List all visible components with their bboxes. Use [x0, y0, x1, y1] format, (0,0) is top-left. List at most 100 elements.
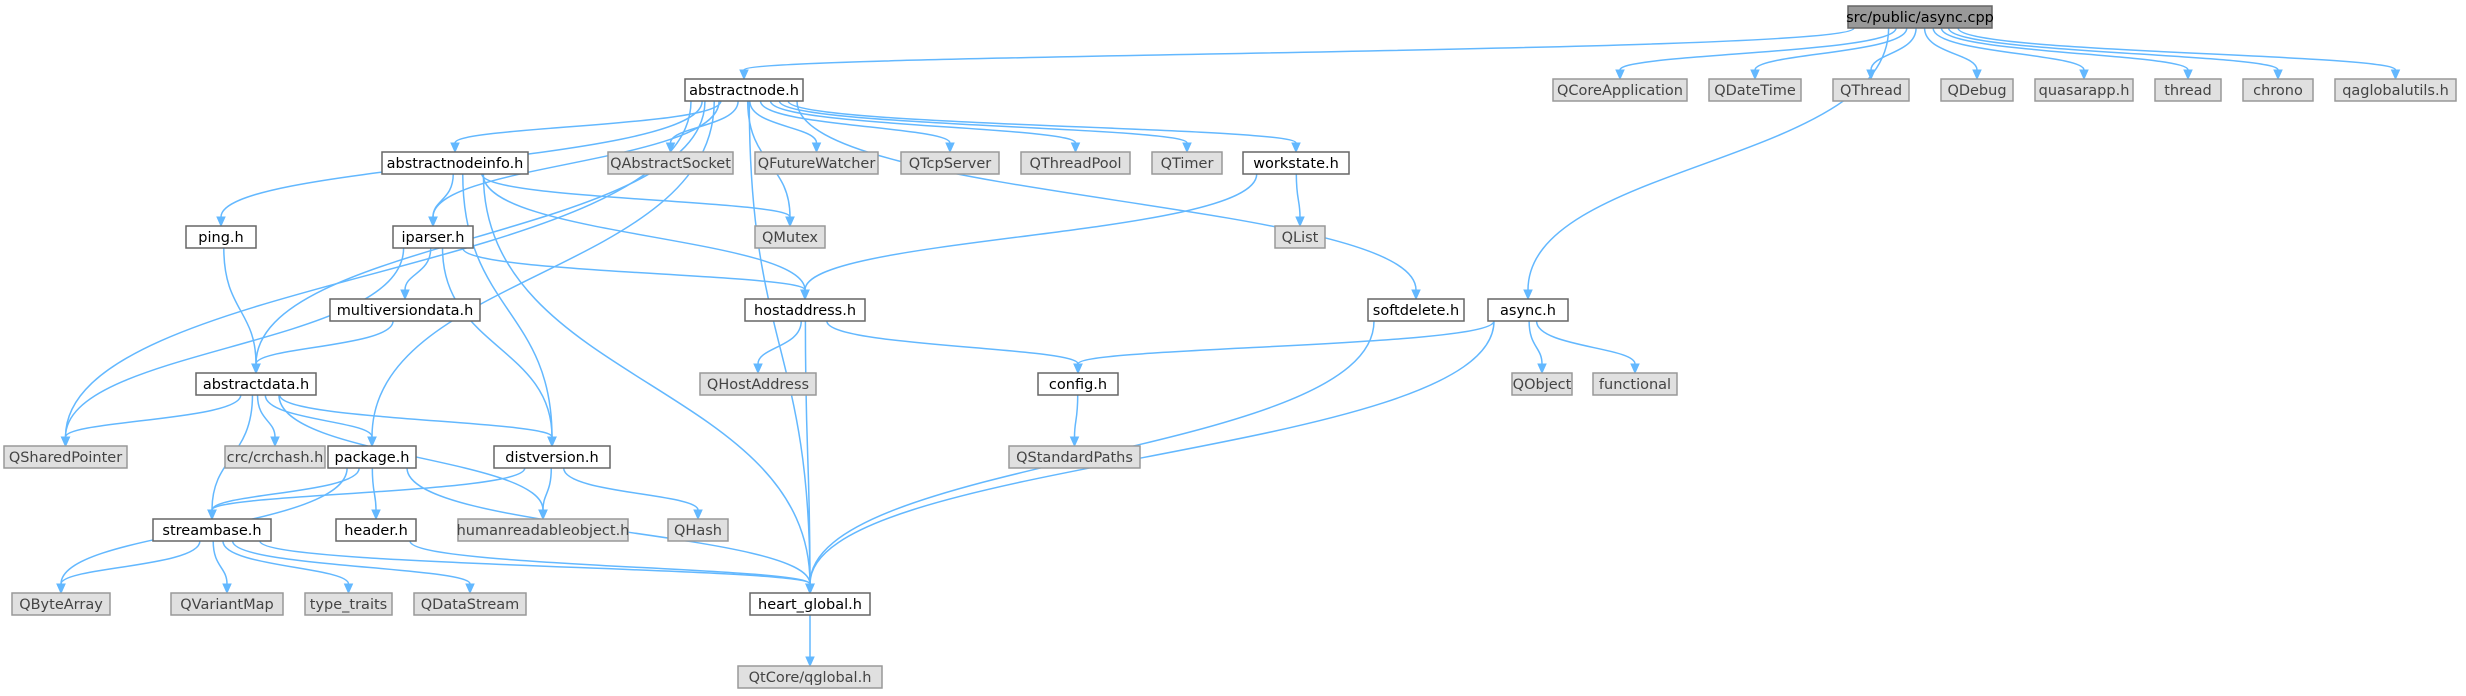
node-type_traits[interactable]: type_traits [304, 592, 393, 616]
node-QHostAddress[interactable]: QHostAddress [699, 372, 817, 396]
edge-abstractnode-to-QSharedPointer [60, 100, 692, 448]
edge-abstractdata-to-package [264, 394, 377, 448]
node-qglobal[interactable]: QtCore/qglobal.h [737, 665, 883, 689]
arrowhead [753, 363, 763, 375]
node-QTimer[interactable]: QTimer [1151, 151, 1223, 175]
node-QCoreApplication[interactable]: QCoreApplication [1552, 78, 1688, 102]
node-label: QTimer [1161, 156, 1214, 172]
node-chrono[interactable]: chrono [2242, 78, 2314, 102]
node-QThreadPool[interactable]: QThreadPool [1020, 151, 1131, 175]
node-QDateTime[interactable]: QDateTime [1708, 78, 1802, 102]
arrowhead [1069, 436, 1080, 448]
node-quasarapp[interactable]: quasarapp.h [2034, 78, 2134, 102]
node-box [2034, 78, 2134, 102]
node-QDataStream[interactable]: QDataStream [413, 592, 527, 616]
node-label: src/public/async.cpp [1846, 10, 1994, 26]
node-humanreadableobject[interactable]: humanreadableobject.h [457, 518, 630, 542]
edge-line [562, 467, 699, 511]
edge-streambase-to-heart_global [259, 540, 815, 595]
node-heart_global[interactable]: heart_global.h [749, 592, 871, 616]
node-header[interactable]: header.h [335, 518, 417, 542]
edge-line [64, 247, 405, 438]
edge-streambase-to-QDataStream [231, 540, 475, 595]
node-QAbstractSocket[interactable]: QAbstractSocket [607, 151, 734, 175]
node-config[interactable]: config.h [1037, 372, 1119, 396]
node-thread[interactable]: thread [2154, 78, 2222, 102]
node-label: QCoreApplication [1557, 83, 1683, 99]
arrowhead [1070, 142, 1081, 154]
node-label: QStandardPaths [1016, 450, 1133, 466]
arrowhead [251, 363, 261, 375]
node-box [1008, 445, 1141, 469]
node-ping[interactable]: ping.h [185, 225, 257, 249]
node-QSharedPointer[interactable]: QSharedPointer [3, 445, 128, 469]
node-box [413, 592, 527, 616]
edge-line [769, 100, 1077, 144]
edge-abstractdata-to-QSharedPointer [60, 394, 242, 448]
node-qaglobalutils[interactable]: qaglobalutils.h [2334, 78, 2457, 102]
edge-abstractdata-to-distversion [278, 394, 557, 448]
edge-distversion-to-QHash [562, 467, 703, 521]
edge-line [1932, 27, 2085, 71]
node-distversion[interactable]: distversion.h [493, 445, 611, 469]
node-root[interactable]: src/public/async.cpp [1846, 5, 1994, 29]
node-multiversiondata[interactable]: multiversiondata.h [329, 298, 481, 322]
node-hostaddress[interactable]: hostaddress.h [744, 298, 866, 322]
edge-line [212, 540, 228, 585]
arrowhead [1615, 69, 1625, 81]
node-label: async.h [1500, 303, 1556, 319]
edge-line [60, 540, 201, 585]
arrowhead [343, 583, 354, 595]
node-QStandardPaths[interactable]: QStandardPaths [1008, 445, 1141, 469]
edge-abstractnode-to-QThreadPool [769, 100, 1081, 154]
node-box [744, 298, 866, 322]
node-abstractnodeinfo[interactable]: abstractnodeinfo.h [381, 151, 529, 175]
node-label: QHash [674, 523, 722, 539]
node-QVariantMap[interactable]: QVariantMap [170, 592, 284, 616]
node-box [392, 225, 474, 249]
node-box [1242, 151, 1350, 175]
node-box [754, 151, 879, 175]
edge-distversion-to-humanreadableobject [538, 467, 553, 521]
arrowhead [1630, 363, 1640, 375]
edge-streambase-to-QVariantMap [212, 540, 232, 595]
node-QMutex[interactable]: QMutex [754, 225, 826, 249]
edge-line [462, 247, 806, 291]
arrowhead [2183, 69, 2193, 81]
edge-root-to-chrono [1947, 27, 2283, 81]
node-package[interactable]: package.h [327, 445, 417, 469]
arrowhead [465, 583, 475, 595]
node-QDebug[interactable]: QDebug [1940, 78, 2014, 102]
node-label: package.h [334, 450, 409, 466]
edge-line [1870, 27, 1917, 71]
node-QFutureWatcher[interactable]: QFutureWatcher [754, 151, 879, 175]
edge-line [804, 173, 1258, 291]
node-streambase[interactable]: streambase.h [152, 518, 272, 542]
node-abstractnode[interactable]: abstractnode.h [684, 78, 804, 102]
edge-line [743, 27, 1855, 71]
edge-multiversiondata-to-abstractdata [251, 320, 394, 375]
node-QObject[interactable]: QObject [1511, 372, 1573, 396]
arrowhead [371, 509, 381, 521]
edge-line [432, 100, 720, 218]
node-QList[interactable]: QList [1274, 225, 1326, 249]
node-async[interactable]: async.h [1487, 298, 1569, 322]
edge-root-to-QCoreApplication [1615, 27, 1897, 81]
node-workstate[interactable]: workstate.h [1242, 151, 1350, 175]
edge-abstractnode-to-QFutureWatcher [749, 100, 822, 154]
node-abstractdata[interactable]: abstractdata.h [195, 372, 317, 396]
node-iparser[interactable]: iparser.h [392, 225, 474, 249]
node-box [1847, 5, 1993, 29]
edge-line [1077, 320, 1495, 365]
arrowhead [785, 216, 795, 228]
node-QHash[interactable]: QHash [667, 518, 729, 542]
node-QThread[interactable]: QThread [1832, 78, 1910, 102]
arrowhead [2273, 69, 2283, 81]
node-softdelete[interactable]: softdelete.h [1367, 298, 1465, 322]
node-QByteArray[interactable]: QByteArray [11, 592, 111, 616]
node-crchash[interactable]: crc/crchash.h [224, 445, 326, 469]
edge-line [255, 100, 706, 365]
node-functional[interactable]: functional [1592, 372, 1678, 396]
node-label: QByteArray [19, 597, 103, 613]
node-QTcpServer[interactable]: QTcpServer [900, 151, 1000, 175]
